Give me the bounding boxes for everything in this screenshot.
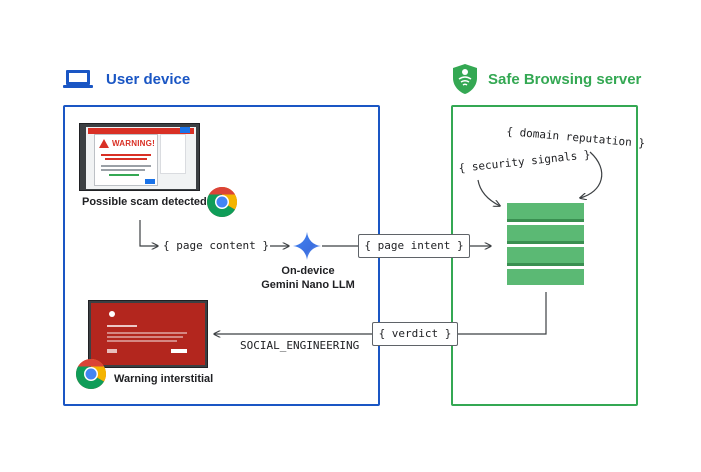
server-disk-gap bbox=[507, 219, 584, 222]
server-disk-gap bbox=[507, 241, 584, 244]
llm-caption: On-device Gemini Nano LLM bbox=[256, 264, 360, 292]
warning-triangle-icon bbox=[99, 139, 109, 148]
scam-warning-line bbox=[101, 154, 151, 156]
safe-browsing-shield-icon bbox=[453, 64, 477, 94]
scam-text-line bbox=[101, 169, 145, 171]
scam-warning-popup: WARNING! bbox=[94, 134, 158, 186]
page-intent-tag: { page intent } bbox=[358, 234, 470, 258]
verdict-tag: { verdict } bbox=[372, 322, 458, 346]
page-content-label: { page content } bbox=[163, 239, 269, 252]
arrow-domain-to-server bbox=[580, 151, 603, 198]
interstitial-warning-icon bbox=[109, 311, 115, 317]
interstitial-caption: Warning interstitial bbox=[114, 373, 214, 385]
verdict-value: SOCIAL_ENGINEERING bbox=[240, 339, 360, 352]
server-title: Safe Browsing server bbox=[488, 71, 642, 88]
scam-page-banner bbox=[88, 128, 194, 134]
llm-caption-line1: On-device bbox=[281, 265, 335, 277]
scam-popup-button bbox=[145, 179, 155, 184]
server-disk bbox=[507, 203, 584, 219]
arrow-server-to-verdict bbox=[458, 292, 547, 335]
scam-side-button bbox=[180, 127, 190, 133]
interstitial-back-button bbox=[171, 349, 187, 353]
chrome-logo-icon bbox=[206, 187, 238, 218]
arrow-signals-to-server bbox=[477, 179, 500, 206]
interstitial-text-line bbox=[107, 336, 183, 338]
interstitial-text-line bbox=[107, 340, 177, 342]
server-disk bbox=[507, 225, 584, 241]
scam-side-window bbox=[160, 134, 186, 174]
scam-text-line bbox=[101, 165, 151, 167]
arrow-scam-to-content bbox=[139, 220, 158, 246]
chrome-logo-icon bbox=[75, 359, 107, 390]
laptop-icon bbox=[63, 70, 93, 88]
interstitial-heading-line bbox=[107, 325, 137, 327]
server-disk bbox=[507, 247, 584, 263]
warning-interstitial-screenshot bbox=[88, 300, 208, 368]
scam-phone-line bbox=[109, 174, 139, 176]
llm-caption-line2: Gemini Nano LLM bbox=[261, 279, 355, 291]
user-device-title: User device bbox=[106, 71, 191, 88]
interstitial-details-button bbox=[107, 349, 117, 353]
scam-warning-line bbox=[105, 158, 147, 160]
scam-warning-text: WARNING! bbox=[112, 139, 155, 148]
scam-caption: Possible scam detected bbox=[82, 196, 207, 208]
scam-page-screenshot: WARNING! bbox=[79, 123, 200, 191]
gemini-sparkle-icon bbox=[293, 232, 321, 260]
server-disk-gap bbox=[507, 263, 584, 266]
server-disk bbox=[507, 269, 584, 285]
interstitial-text-line bbox=[107, 332, 187, 334]
